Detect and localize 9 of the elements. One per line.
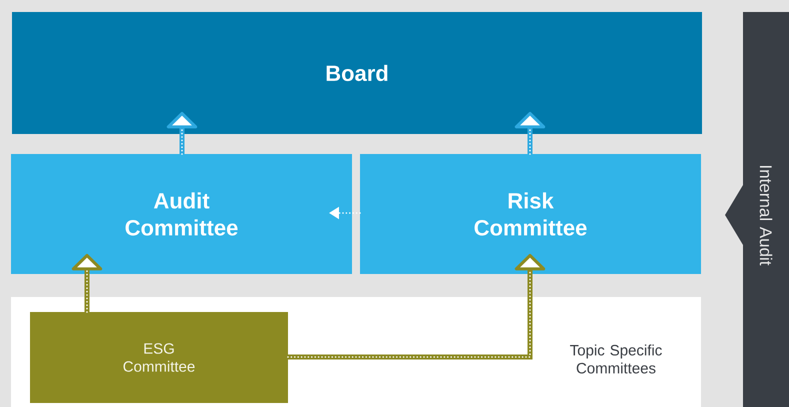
committee-box: ESG Committee: [30, 312, 288, 403]
arrow: [166, 112, 198, 155]
side-band: Internal Audit: [725, 12, 789, 407]
arrow: [72, 254, 102, 313]
committee-box: Audit Committee: [11, 154, 352, 274]
arrow: [514, 112, 546, 155]
committee-box: Risk Committee: [360, 154, 701, 274]
board-box: Board: [12, 12, 702, 134]
arrow: [287, 254, 546, 360]
